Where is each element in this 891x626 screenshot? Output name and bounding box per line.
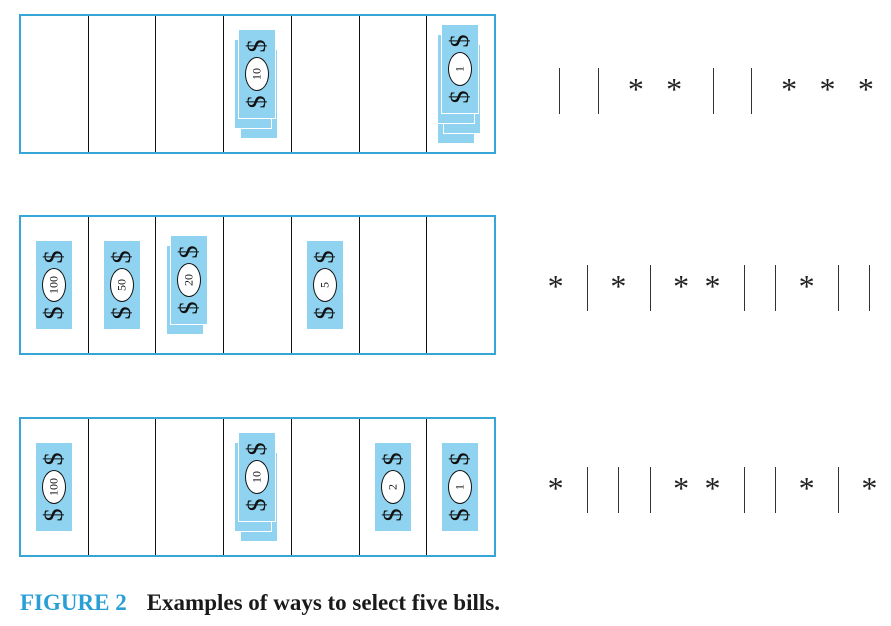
denomination-oval: 10 <box>245 57 270 91</box>
slot-50-bills <box>89 419 157 555</box>
bill: $$10 <box>238 29 277 119</box>
slot-2-bills <box>360 16 428 152</box>
slot-100-bills <box>21 16 89 152</box>
denomination-value: 10 <box>249 68 264 80</box>
denomination-oval: 20 <box>177 263 202 297</box>
star-symbol: * <box>673 268 690 304</box>
slot-10-bills: $$$$$$10 <box>224 16 292 152</box>
bar-divider <box>649 467 651 513</box>
slot-100-bills: $$100 <box>21 419 89 555</box>
denomination-oval: 100 <box>42 268 66 302</box>
bill: $$50 <box>102 240 141 330</box>
denomination-value: 20 <box>181 274 196 286</box>
slot-10-bills: $$$$$$10 <box>224 419 292 555</box>
bar-divider <box>618 467 620 513</box>
bar-divider <box>743 265 745 311</box>
bill-drawer: $$100 $$50 $$$$20 $$5 <box>19 215 496 355</box>
star-symbol: * <box>627 71 644 107</box>
bar-divider <box>775 467 777 513</box>
bill-row: $$$$$$10 $$$$$$$$1 <box>19 14 496 154</box>
bar-divider <box>750 68 752 114</box>
bill-row: $$100 $$$$$$10 $$2 $$1 <box>19 417 496 557</box>
slot-50-bills <box>89 16 157 152</box>
star-symbol: * <box>547 470 564 506</box>
star-symbol: * <box>798 268 815 304</box>
bar-divider <box>597 68 599 114</box>
slot-2-bills: $$2 <box>360 419 428 555</box>
denomination-oval: 2 <box>380 470 405 504</box>
denomination-oval: 1 <box>448 52 473 86</box>
denomination-value: 5 <box>317 282 332 288</box>
slot-2-bills <box>360 217 428 353</box>
slot-5-bills: $$5 <box>292 217 360 353</box>
stars-and-bars-row: * * * * * <box>540 453 885 523</box>
denomination-oval: 50 <box>109 268 134 302</box>
slot-50-bills: $$50 <box>89 217 157 353</box>
star-symbol: * <box>547 268 564 304</box>
figure-caption: FIGURE 2 Examples of ways to select five … <box>20 590 500 616</box>
slot-100-bills: $$100 <box>21 217 89 353</box>
bill-row: $$100 $$50 $$$$20 $$5 <box>19 215 496 355</box>
figure-label: FIGURE 2 <box>20 590 127 615</box>
star-symbol: * <box>610 268 627 304</box>
bill: $$100 <box>35 240 73 330</box>
bill: $$1 <box>441 24 480 114</box>
bill: $$10 <box>238 432 277 522</box>
figure-caption-text: Examples of ways to select five bills. <box>146 590 500 615</box>
denomination-value: 1 <box>452 484 467 490</box>
denomination-value: 100 <box>46 276 61 294</box>
bar-divider <box>649 265 651 311</box>
star-symbol: * <box>666 71 683 107</box>
bill: $$2 <box>373 442 412 532</box>
stars-and-bars-row: * * * * * <box>540 54 885 124</box>
star-symbol: * <box>861 470 878 506</box>
bar-divider <box>559 68 561 114</box>
bill: $$20 <box>170 235 209 325</box>
bar-divider <box>837 265 839 311</box>
denomination-oval: 10 <box>245 460 270 494</box>
slot-1-bills: $$$$$$$$1 <box>427 16 494 152</box>
slot-20-bills: $$$$20 <box>156 217 225 353</box>
slot-1-bills: $$1 <box>427 419 494 555</box>
denomination-oval: 1 <box>448 470 473 504</box>
star-symbol: * <box>857 71 874 107</box>
bill: $$5 <box>305 240 344 330</box>
slot-5-bills <box>292 419 360 555</box>
bill: $$1 <box>441 442 480 532</box>
bill-drawer: $$$$$$10 $$$$$$$$1 <box>19 14 496 154</box>
bar-divider <box>743 467 745 513</box>
bill: $$100 <box>35 442 73 532</box>
stars-and-bars-row: * * * * * <box>540 251 885 321</box>
denomination-oval: 100 <box>42 470 66 504</box>
bar-divider <box>775 265 777 311</box>
denomination-value: 1 <box>452 66 467 72</box>
star-symbol: * <box>704 268 721 304</box>
bar-divider <box>587 265 589 311</box>
star-symbol: * <box>819 71 836 107</box>
bar-divider <box>837 467 839 513</box>
bar-divider <box>712 68 714 114</box>
denomination-value: 2 <box>385 484 400 490</box>
denomination-value: 100 <box>46 478 61 496</box>
slot-20-bills <box>156 419 225 555</box>
denomination-oval: 5 <box>312 268 337 302</box>
slot-5-bills <box>292 16 360 152</box>
star-symbol: * <box>798 470 815 506</box>
star-symbol: * <box>781 71 798 107</box>
star-symbol: * <box>704 470 721 506</box>
slot-1-bills <box>427 217 494 353</box>
denomination-value: 10 <box>249 471 264 483</box>
bar-divider <box>587 467 589 513</box>
bar-divider <box>869 265 871 311</box>
slot-10-bills <box>224 217 292 353</box>
star-symbol: * <box>673 470 690 506</box>
bill-drawer: $$100 $$$$$$10 $$2 $$1 <box>19 417 496 557</box>
denomination-value: 50 <box>114 279 129 291</box>
slot-20-bills <box>156 16 225 152</box>
